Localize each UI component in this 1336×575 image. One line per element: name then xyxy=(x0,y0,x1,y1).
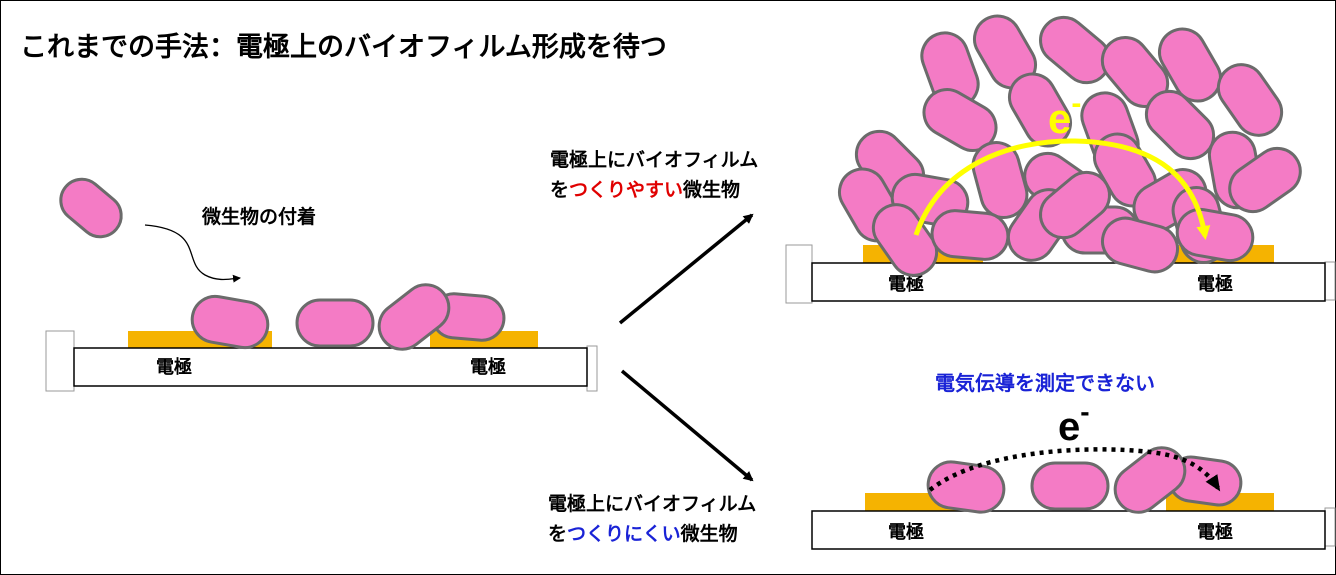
left-substrate xyxy=(73,347,588,387)
arrow-to-hard xyxy=(620,369,754,482)
hard-caption-prefix: を xyxy=(548,523,567,545)
electron-symbol: e xyxy=(1058,405,1080,449)
electron-superscript: - xyxy=(1080,396,1089,427)
hard-caption-highlight: つくりにくい xyxy=(567,523,681,545)
electrode-label: 電極 xyxy=(470,356,506,378)
electrode-label: 電極 xyxy=(888,521,924,543)
easy-caption-line1: 電極上にバイオフィルム xyxy=(550,148,758,171)
electron-superscript: - xyxy=(1071,87,1081,120)
electrode-label: 電極 xyxy=(1197,273,1233,295)
hard-caption-line1: 電極上にバイオフィルム xyxy=(548,492,756,515)
attached-cell xyxy=(190,294,270,350)
upper-plate-cap-right xyxy=(1324,261,1336,301)
easy-caption-prefix: を xyxy=(550,179,569,201)
biofilm-cell xyxy=(1228,146,1302,214)
electrode-label: 電極 xyxy=(888,273,924,295)
biofilm-cell xyxy=(1158,27,1222,103)
biofilm-cell xyxy=(1144,89,1216,161)
electrode-label: 電極 xyxy=(1197,521,1233,543)
biofilm-cell xyxy=(971,141,1029,219)
attached-cell xyxy=(295,298,375,348)
conduction-path xyxy=(913,138,1211,240)
page-title: これまでの手法：電極上のバイオフィルム形成を待つ xyxy=(20,32,667,63)
lower-substrate xyxy=(811,510,1326,550)
upper-plate-cap-left xyxy=(785,244,813,304)
biofilm-cell xyxy=(1101,216,1179,274)
lower-plate-cap-right xyxy=(1324,507,1336,547)
hard-caption-suffix: 微生物 xyxy=(680,522,738,545)
attachment-label: 微生物の付着 xyxy=(201,205,316,228)
biofilm-cell xyxy=(922,88,998,152)
failed-conduction-path xyxy=(928,447,1221,492)
electrode-label: 電極 xyxy=(156,356,192,378)
arrow-to-easy xyxy=(618,213,754,325)
easy-caption-line2: をつくりやすい微生物 xyxy=(550,178,740,201)
biofilm-cell xyxy=(930,209,1010,261)
attached-cell xyxy=(377,283,451,351)
biofilm-cell xyxy=(1175,207,1255,263)
biofilm-cluster xyxy=(838,14,1302,277)
biofilm-cell xyxy=(871,203,939,277)
free-cell xyxy=(59,177,123,239)
failed-electron: e- xyxy=(1058,396,1090,449)
easy-caption-highlight: つくりやすい xyxy=(569,179,683,201)
sparse-cell xyxy=(926,460,1006,514)
sparse-cell xyxy=(1030,461,1110,511)
left-plate-cap-right xyxy=(586,345,598,392)
no-conduction-label: 電気伝導を測定できない xyxy=(935,371,1155,395)
left-plate-cap-left xyxy=(45,330,75,392)
biofilm-cell xyxy=(1216,63,1284,137)
hard-caption-line2: をつくりにくい微生物 xyxy=(548,522,738,545)
attachment-arrow xyxy=(144,224,241,283)
conduction-electron: e- xyxy=(1048,87,1081,142)
biofilm-cell xyxy=(1039,170,1111,240)
sparse-cell xyxy=(1113,446,1187,514)
biofilm-cell xyxy=(1039,15,1111,85)
electron-symbol: e xyxy=(1048,95,1071,142)
easy-caption-suffix: 微生物 xyxy=(682,178,740,201)
